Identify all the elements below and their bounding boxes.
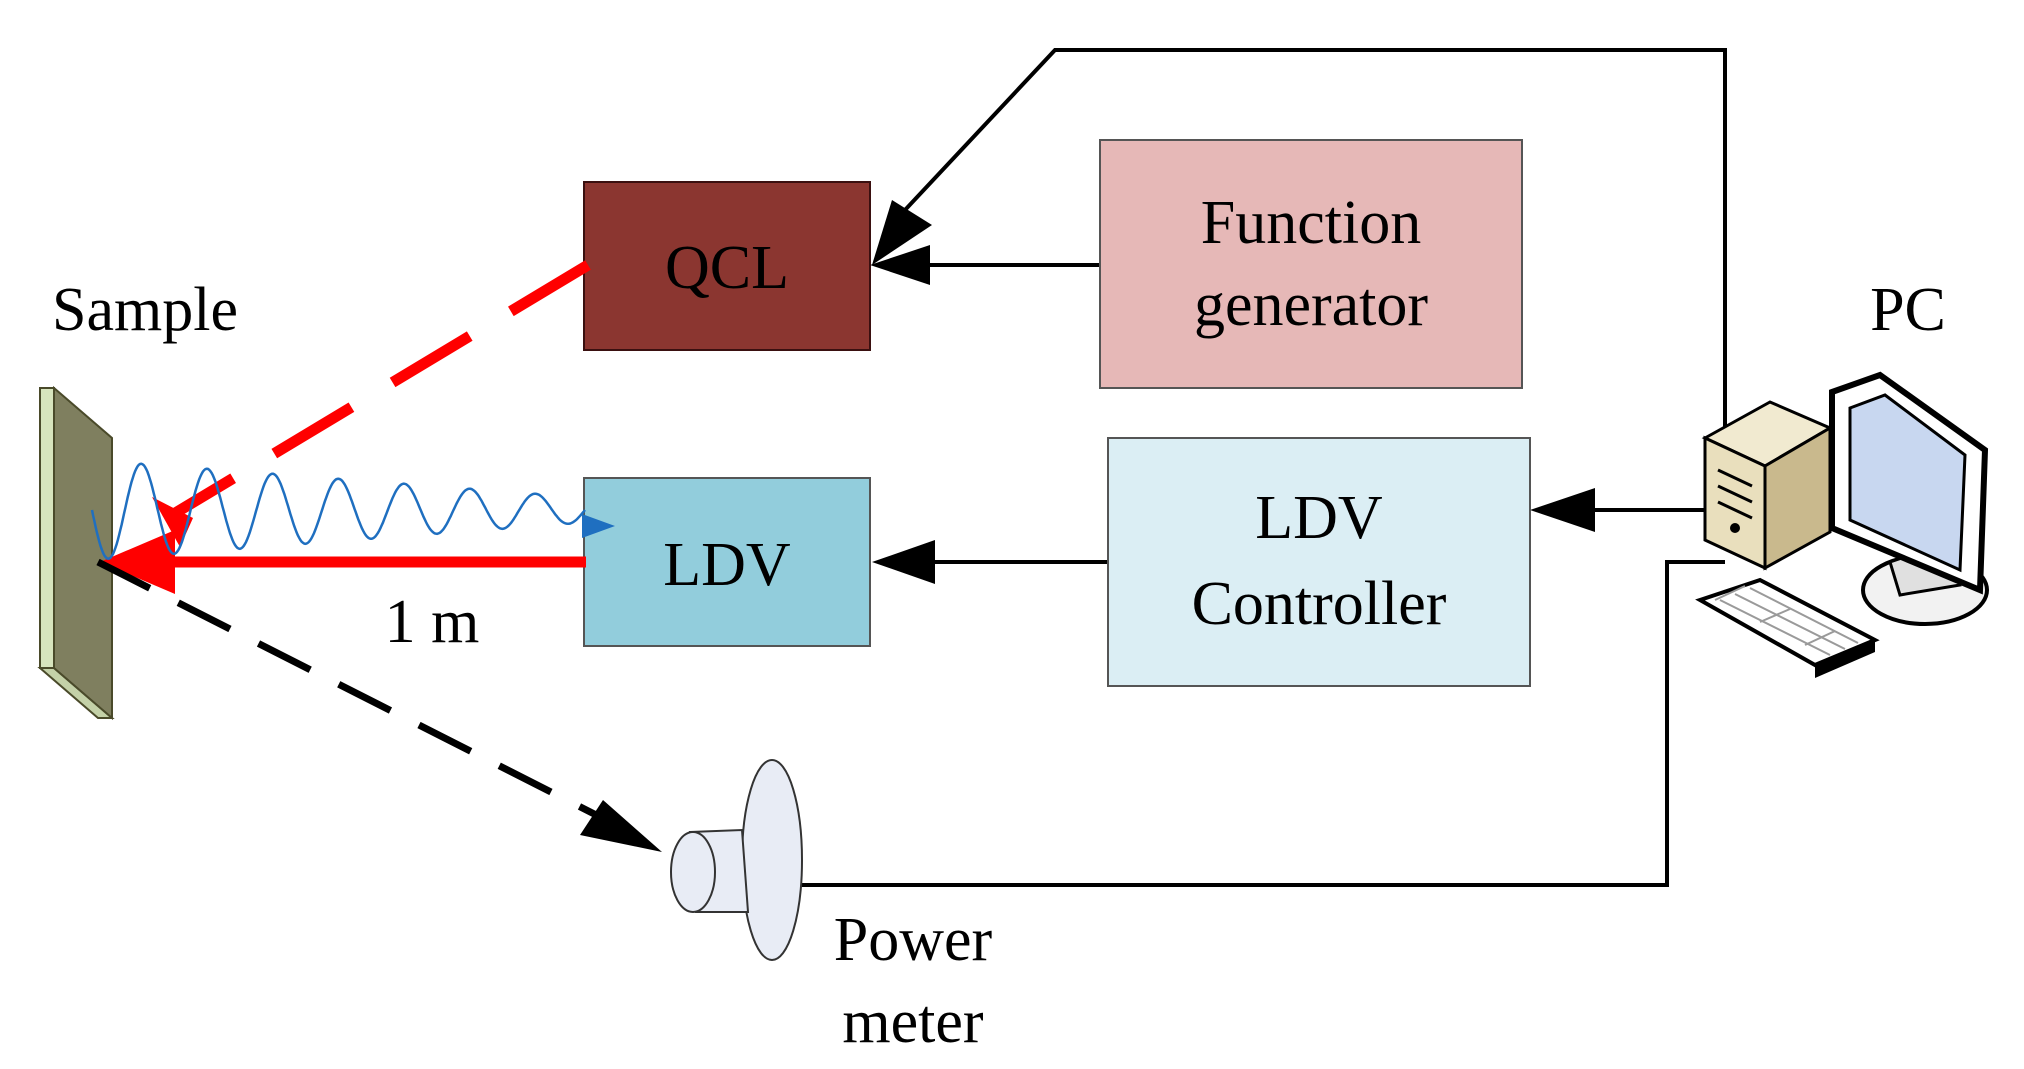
pc-to-qcl-line [903, 48, 1727, 430]
power-meter-to-pc-line [790, 560, 1725, 887]
pc-to-qcl-arrowhead [872, 200, 932, 265]
power-meter-label-line1: Power [834, 906, 993, 974]
sample-plate-icon [37, 385, 115, 721]
desktop-computer-icon [1695, 371, 1989, 678]
ldv-label: LDV [663, 531, 791, 599]
ldv-controller-to-ldv-arrowhead [872, 540, 935, 584]
function-generator-label-line1: Function [1201, 189, 1421, 257]
pc-label: PC [1870, 276, 1946, 344]
reflected-beam [96, 558, 612, 826]
vibration-wave-arrowhead [582, 514, 615, 538]
qcl-box [583, 181, 871, 351]
qcl-laser-beam [169, 260, 591, 520]
ldv-controller-box [1107, 437, 1531, 687]
qcl-label: QCL [665, 234, 789, 302]
function-generator-to-qcl-arrowhead [870, 245, 930, 285]
ldv-box [583, 477, 871, 647]
vibration-wave [90, 462, 586, 560]
pc-to-ldv-controller-arrowhead [1530, 488, 1595, 532]
ldv-controller-label-line1: LDV [1255, 484, 1383, 552]
ldv-controller-label-line2: Controller [1192, 570, 1447, 638]
ldv-laser-beam-arrowhead [100, 530, 175, 594]
sample-label: Sample [52, 276, 238, 344]
distance-label: 1 m [385, 588, 480, 656]
function-generator-box [1099, 139, 1523, 389]
power-meter-detector-icon [670, 759, 803, 961]
function-generator-label-line2: generator [1194, 271, 1428, 339]
power-meter-label-line2: meter [842, 988, 983, 1056]
reflected-beam-arrowhead [580, 800, 662, 852]
qcl-laser-beam-arrowhead [152, 497, 193, 547]
